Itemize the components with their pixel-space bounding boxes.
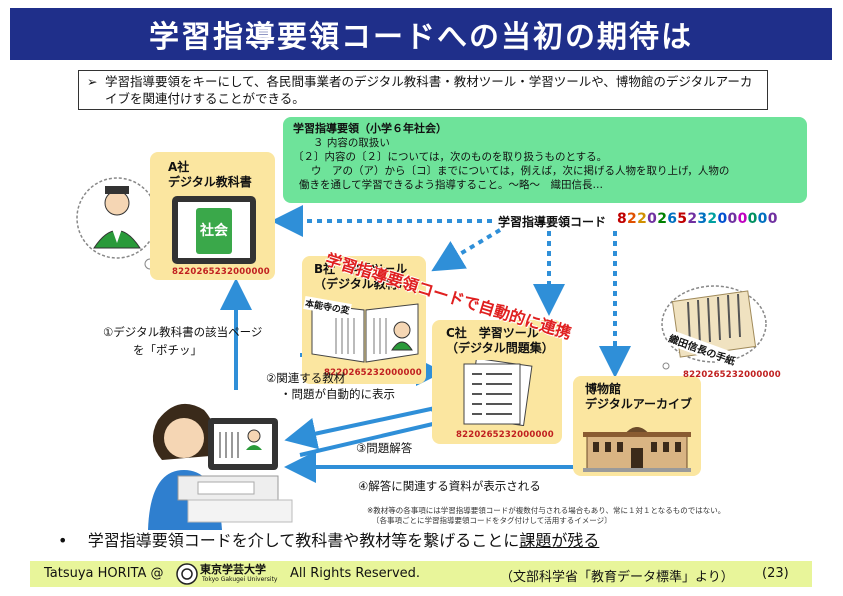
university-logo-icon [176, 563, 198, 585]
conclusion-bullet: • 学習指導要領コードを介して教科書や教材等を繋げることに課題が残る [58, 527, 599, 551]
guideline-line2: 〔２〕内容の〔２〕については，次のものを取り扱うものとする。 [293, 151, 608, 163]
footer-rights: All Rights Reserved. [290, 566, 421, 581]
dotted-arrow-to-b [431, 228, 502, 272]
guideline-line4: 働きを通して学習できるよう指導すること。〜略〜 織田信長… [299, 179, 603, 191]
guideline-title: 学習指導要領（小学６年社会） [293, 122, 447, 135]
company-b-title2: （デジタル教材） [314, 277, 410, 291]
tablet-a: 社会 [172, 196, 256, 264]
code-digit: 8 [617, 211, 628, 227]
guideline-box: 学習指導要領（小学６年社会） ３ 内容の取扱い 〔２〕内容の〔２〕については，次… [283, 117, 807, 203]
code-digit: 2 [627, 211, 638, 227]
code-digit: 2 [707, 211, 718, 227]
code-digit: 0 [717, 211, 728, 227]
step3-label: ③問題解答 [356, 441, 413, 455]
textbook-label: 社会 [196, 208, 232, 254]
footer-university: 東京学芸大学 [200, 563, 266, 576]
company-c-title2: （デジタル問題集） [446, 341, 554, 355]
museum-code: 8220265232000000 [683, 370, 781, 380]
museum-building-icon [583, 427, 691, 472]
note-line1: ※教材等の各事項には学習指導要領コードが複数付与される場合もあり、常に１対１とな… [367, 506, 726, 515]
step1-label-line2: を「ポチッ」 [133, 343, 202, 357]
conclusion-underlined: 課題が残る [519, 531, 600, 550]
code-digit: 0 [727, 211, 738, 227]
code-digit: 0 [647, 211, 658, 227]
arrow-step3 [299, 408, 466, 457]
company-a-code: 8220265232000000 [172, 267, 270, 277]
conclusion-text: 学習指導要領コードを介して教科書や教材等を繋げることに [87, 531, 520, 550]
guideline-line1: ３ 内容の取扱い [313, 137, 390, 149]
footer-university-en: Tokyo Gakugei University [202, 576, 278, 583]
code-value: 8220265232000000 [617, 211, 778, 227]
company-b-title1: B社 学習ツール [314, 262, 408, 276]
page-title: 学習指導要領コードへの当初の期待は [10, 8, 832, 60]
museum-title2: デジタルアーカイブ [585, 397, 693, 411]
code-digit: 0 [737, 211, 748, 227]
open-book-icon [311, 303, 419, 363]
code-digit: 5 [677, 211, 688, 227]
guideline-line3: ウ アの（ア）から〔コ〕までについては，例えば，次に掲げる人物を取り上げ，人物の [311, 165, 730, 177]
company-a-title1: A社 [168, 160, 190, 174]
code-digit: 2 [657, 211, 668, 227]
nobunaga-bubble [76, 177, 162, 278]
company-b-code: 8220265232000000 [324, 368, 422, 378]
company-a-title2: デジタル教科書 [168, 175, 252, 189]
company-c-title1: C社 学習ツール [446, 326, 539, 340]
code-digit: 6 [667, 211, 678, 227]
code-label: 学習指導要領コード [498, 215, 607, 229]
museum-title1: 博物館 [585, 382, 622, 396]
note-line2: 〔各事項ごとに学習指導要領コードをタグ付けして活用するイメージ〕 [372, 516, 612, 525]
step1-label-line1: ①デジタル教科書の該当ページ [103, 325, 263, 339]
code-digit: 3 [697, 211, 708, 227]
company-b-card: B社 学習ツール （デジタル教材） 本能寺の変 8220265232000000 [302, 256, 426, 384]
company-a-card: A社 デジタル教科書 社会 8220265232000000 [150, 152, 275, 280]
intro-bullet: ➢ [87, 74, 98, 89]
intro-box: ➢ 学習指導要領をキーにして、各民間事業者のデジタル教科書・教材ツール・学習ツー… [78, 70, 768, 110]
conclusion-dot: • [58, 531, 68, 550]
student-with-tablet-illustration [148, 403, 293, 530]
footer-bar [30, 561, 812, 587]
intro-text: 学習指導要領をキーにして、各民間事業者のデジタル教科書・教材ツール・学習ツールや… [105, 74, 753, 106]
step2-label-line2: ・問題が自動的に表示 [280, 387, 395, 401]
company-c-code: 8220265232000000 [456, 430, 554, 440]
step2-label-line1: ②関連する教材 [266, 371, 346, 385]
footer-source: （文部科学省「教育データ標準」より） [500, 570, 734, 585]
arrow-step2 [284, 405, 441, 450]
company-c-card: C社 学習ツール （デジタル問題集） 8220265232000000 [432, 320, 562, 444]
step4-label: ④解答に関連する資料が表示される [358, 479, 541, 493]
code-digit: 0 [767, 211, 778, 227]
code-digit: 2 [637, 211, 648, 227]
code-digit: 2 [687, 211, 698, 227]
code-digit: 0 [757, 211, 768, 227]
museum-card: 博物館 デジタルアーカイブ [573, 376, 701, 476]
footer-page-number: (23) [762, 566, 789, 581]
footer-author: Tatsuya HORITA @ [44, 566, 164, 581]
worksheet-icon [463, 360, 533, 426]
code-digit: 0 [747, 211, 758, 227]
